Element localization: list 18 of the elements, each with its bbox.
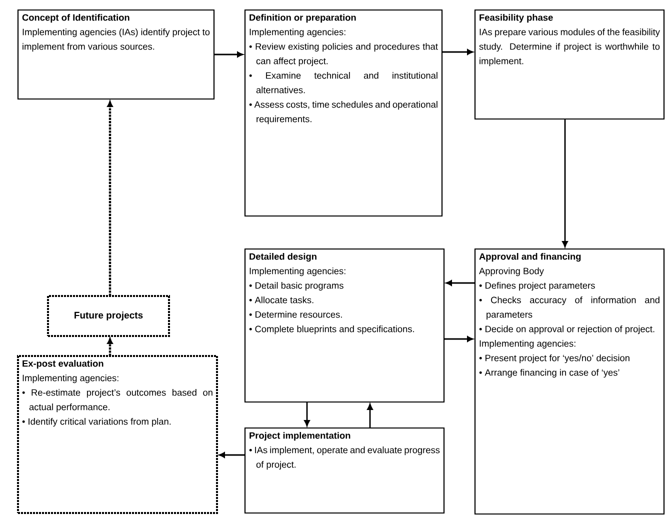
process-box: Detailed design Implementing agencies: • Detail basic programs • Allocate tasks. • Determine resources. • Complete blueprints and specifications.: [244, 248, 445, 403]
process-box: Definition or preparation Implementing agencies: • Review existing policies and procedures that can affect project. • Examine technical and institutional alternatives. • Assess costs, time schedules and operational requirements.: [244, 9, 443, 217]
process-box: Project implementation • IAs implement, operate and evaluate progress of project.: [244, 427, 445, 514]
arrow: [107, 101, 113, 296]
arrow: [107, 338, 113, 356]
process-box: Concept of Identification Implementing agencies (IAs) identify project to implement from various sources.: [17, 9, 215, 100]
arrow: [442, 49, 474, 55]
process-box: Ex-post evaluation Implementing agencies: • Re-estimate project’s outcomes based on actual performance. • Identify critical variations from plan.: [17, 355, 218, 514]
arrow: [367, 404, 373, 428]
arrow: [218, 452, 245, 458]
arrow: [562, 119, 568, 248]
arrow: [446, 280, 475, 286]
process-box: Future projects: [47, 295, 170, 337]
process-box: Feasibility phase IAs prepare various modules of the feasibility study. Determine if project is worthwhile to implement.: [474, 9, 665, 120]
arrow: [304, 402, 310, 426]
arrow: [214, 52, 244, 58]
process-box: Approval and financing Approving Body • Defines project parameters • Checks accuracy of information and parameters • Decide on approval or rejection of project. Implementing agencies: • Present project for ‘yes/no’ decision • Arrange financing in case of ‘yes’: [474, 248, 665, 515]
arrow: [444, 336, 474, 342]
